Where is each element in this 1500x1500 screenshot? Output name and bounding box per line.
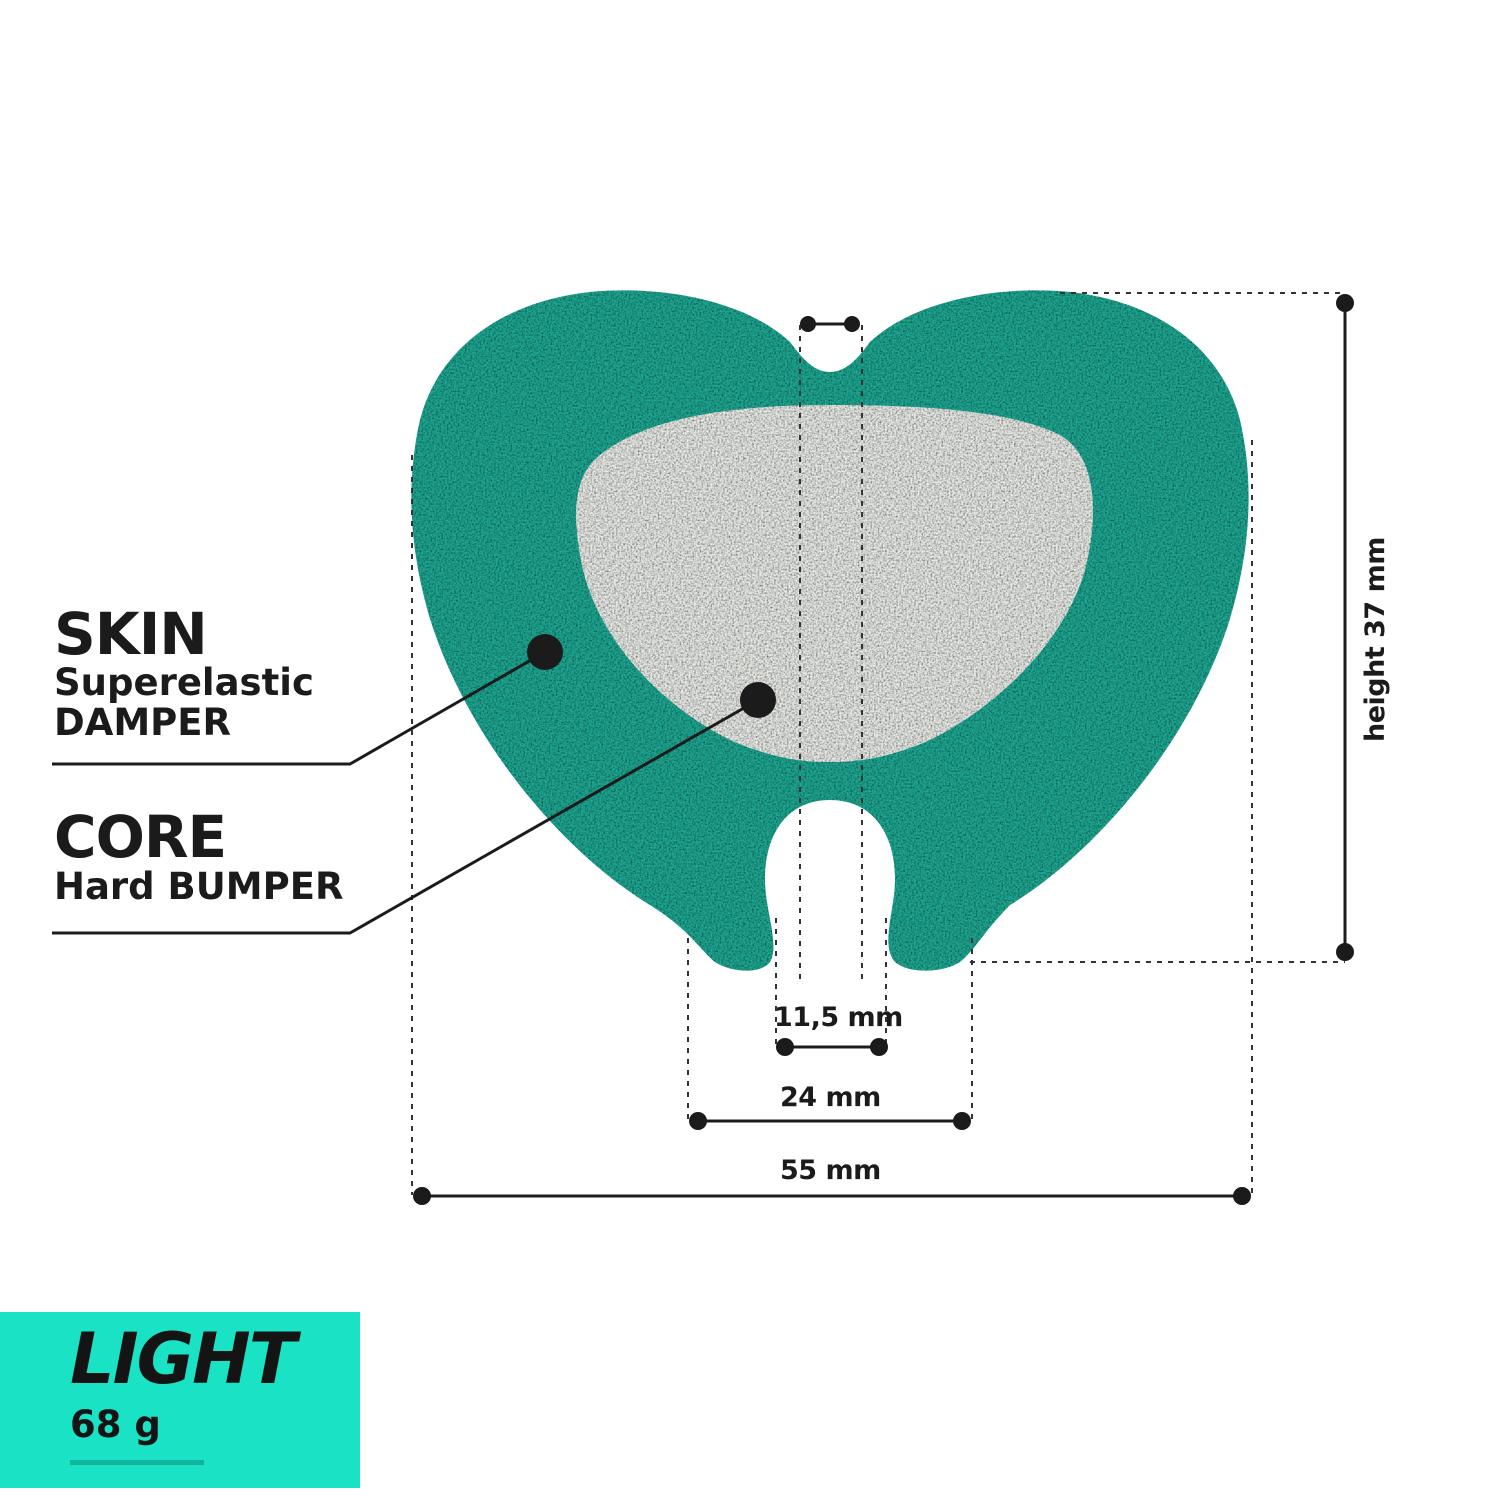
skin-subtitle-1: Superelastic	[54, 661, 314, 704]
core-bumper-shape	[576, 405, 1093, 762]
core-subtitle: Hard BUMPER	[54, 865, 344, 908]
weight-badge	[0, 1312, 360, 1488]
width-dimension-label: 55 mm	[780, 1155, 881, 1186]
badge-weight: 68 g	[70, 1403, 161, 1446]
dimension-lines	[422, 303, 1347, 1198]
skin-title: SKIN	[54, 600, 208, 668]
badge-model-name: LIGHT	[70, 1318, 296, 1400]
skin-callout-dot	[527, 634, 563, 670]
foot-dimension-label: 24 mm	[780, 1082, 881, 1113]
gap-dimension-label: 11,5 mm	[774, 1002, 903, 1033]
callout-leaders	[52, 650, 759, 935]
core-callout-dot	[740, 682, 776, 718]
skin-subtitle-2: DAMPER	[54, 701, 232, 744]
guide-lines	[411, 292, 1345, 1195]
badge-underline	[70, 1460, 204, 1465]
height-dimension-label: height 37 mm	[1360, 537, 1391, 742]
dimension-endpoints	[413, 294, 1354, 1205]
core-title: CORE	[54, 803, 227, 871]
